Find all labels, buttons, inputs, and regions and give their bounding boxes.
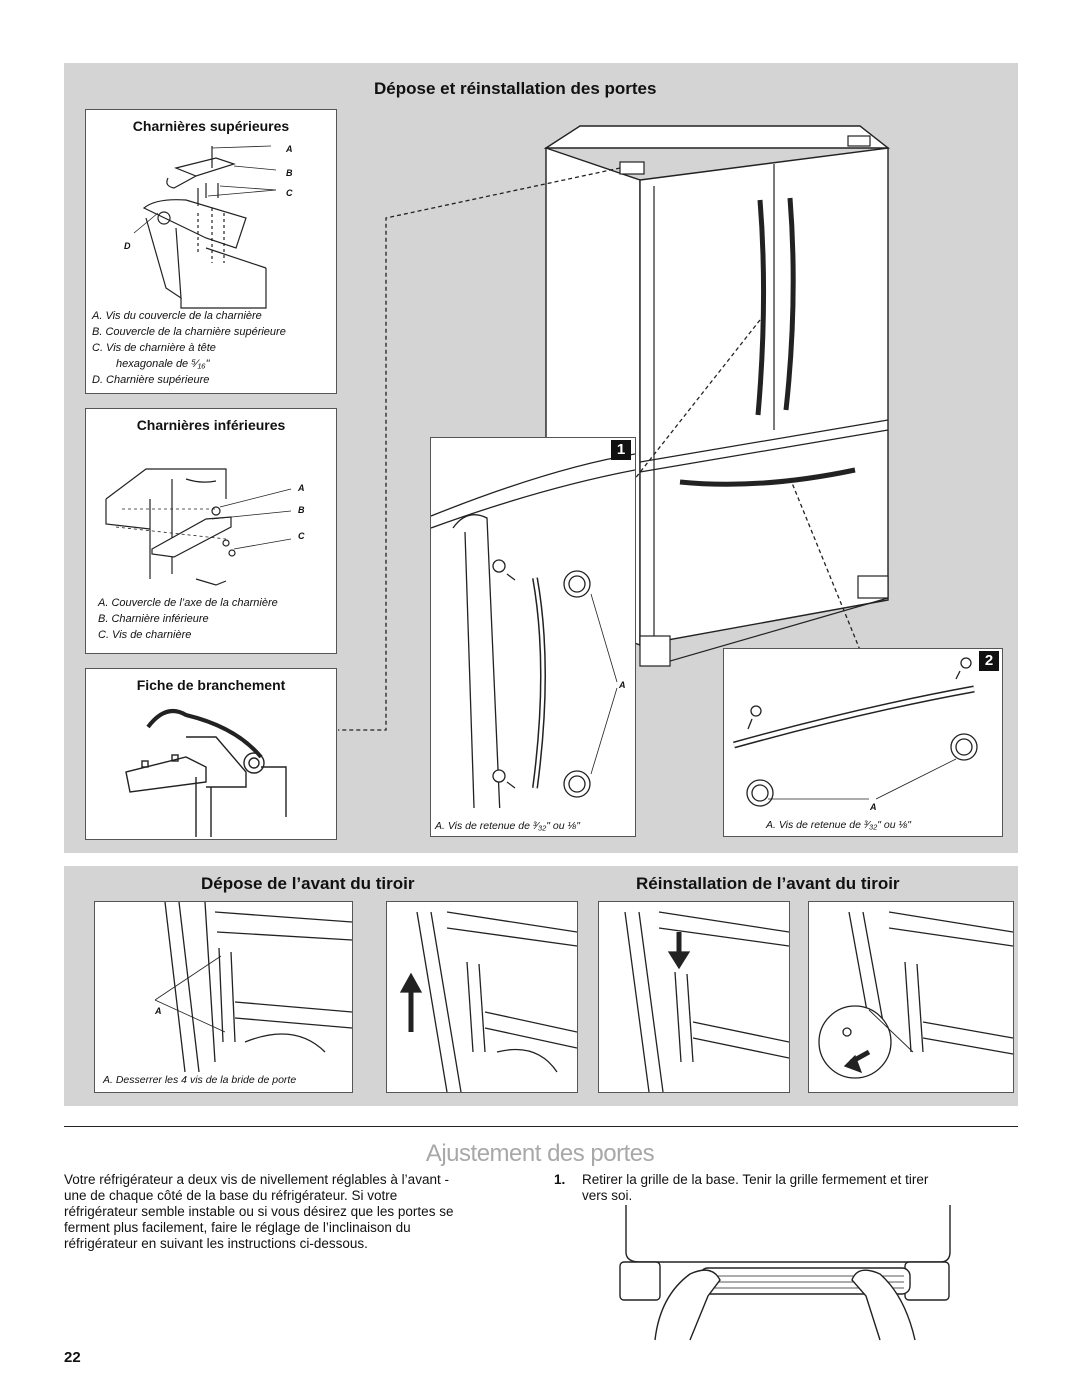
drawer-panel-3 <box>598 901 790 1093</box>
drawer-panel-4 <box>808 901 1014 1093</box>
plug-title: Fiche de branchement <box>136 677 286 693</box>
section-divider <box>64 1126 1018 1127</box>
intro-line-5: réfrigérateur en suivant les instruction… <box>64 1236 368 1251</box>
step1-label-a: A <box>619 680 626 690</box>
lower-legend-b: B. Charnière inférieure <box>98 613 209 625</box>
intro-line-1: Votre réfrigérateur a deux vis de nivell… <box>64 1172 449 1187</box>
step2-diagram <box>733 657 978 807</box>
drawer-panel-1: A A. Desserrer les 4 vis de la bride de … <box>94 901 353 1093</box>
drawer-reinstall-title: Réinstallation de l’avant du tiroir <box>636 874 900 893</box>
step1-caption: A. Vis de retenue de ³⁄₃₂" ou ⅛" <box>435 820 581 832</box>
upper-hinges-legend: A. Vis du couvercle de la charnière B. C… <box>92 308 286 388</box>
step1-line-1: Retirer la grille de la base. Tenir la g… <box>582 1172 929 1187</box>
step2-label-a: A <box>870 802 877 812</box>
step2-caption: A. Vis de retenue de ³⁄₃₂" ou ⅛" <box>766 819 912 831</box>
lower-legend-c: C. Vis de charnière <box>98 629 192 641</box>
drawer-diagram-4 <box>818 911 1013 1079</box>
upper-legend-b: B. Couvercle de la charnière supérieure <box>92 326 286 338</box>
plug-box: Fiche de branchement <box>85 668 337 840</box>
upper-legend-a: A. Vis du couvercle de la charnière <box>92 310 262 322</box>
doors-section-title: Dépose et réinstallation des portes <box>374 79 657 98</box>
step1-diagram <box>431 453 635 808</box>
page-number: 22 <box>64 1349 81 1366</box>
step1-marker: 1. <box>554 1172 566 1187</box>
upper-label-b: B <box>286 168 293 178</box>
upper-hinges-box: Charnières supérieures A B C D A. Vi <box>85 109 337 394</box>
lower-hinges-legend: A. Couvercle de l’axe de la charnière B.… <box>98 595 278 643</box>
adjustment-title: Ajustement des portes <box>425 1140 655 1167</box>
lower-label-a: A <box>298 483 305 493</box>
fridge-illustration <box>338 125 891 731</box>
step2-box: 2 A A. Vis de retenue de ³⁄₃₂" ou ⅛" <box>723 648 1003 837</box>
intro-line-4: ferment plus facilement, faire le réglag… <box>64 1220 411 1235</box>
step1-number: 1 <box>611 440 631 460</box>
upper-legend-d: D. Charnière supérieure <box>92 374 210 386</box>
adjustment-step1: 1. Retirer la grille de la base. Tenir l… <box>554 1172 928 1204</box>
intro-line-3: réfrigérateur semble instable ou si vous… <box>64 1204 454 1219</box>
intro-line-2: une de chaque côté de la base du réfrigé… <box>64 1188 398 1203</box>
step1-line-2: vers soi. <box>582 1188 633 1203</box>
step2-number: 2 <box>979 651 999 671</box>
lower-hinges-box: Charnières inférieures A B C A. Couvercl… <box>85 408 337 654</box>
lower-legend-a: A. Couvercle de l’axe de la charnière <box>98 597 278 609</box>
drawer-removal-title: Dépose de l’avant du tiroir <box>201 874 415 893</box>
upper-legend-c2: hexagonale de ⁵⁄₁₆" <box>116 358 210 370</box>
drawer-diagram-2 <box>399 911 577 1092</box>
adjustment-intro: Votre réfrigérateur a deux vis de nivell… <box>64 1172 453 1252</box>
lower-hinge-diagram <box>105 468 292 586</box>
upper-hinges-title: Charnières supérieures <box>132 118 290 134</box>
drawer-diagram-3 <box>624 911 789 1092</box>
drawer-panel-2 <box>386 901 578 1093</box>
upper-label-a: A <box>286 144 293 154</box>
drawer-diagram-1 <box>154 902 352 1072</box>
upper-label-c: C <box>286 188 293 198</box>
upper-label-d: D <box>124 241 131 251</box>
drawer-label-a: A <box>155 1006 162 1016</box>
lower-label-b: B <box>298 505 305 515</box>
upper-hinge-diagram <box>133 145 277 309</box>
lower-label-c: C <box>298 531 305 541</box>
plug-diagram <box>125 709 287 837</box>
lower-hinges-title: Charnières inférieures <box>136 417 286 433</box>
upper-legend-c: C. Vis de charnière à tête <box>92 342 216 354</box>
step1-box: 1 A A. Vis de retenue de ³⁄₃₂" ou ⅛" <box>430 437 636 837</box>
drawer-caption: A. Desserrer les 4 vis de la bride de po… <box>103 1074 297 1086</box>
